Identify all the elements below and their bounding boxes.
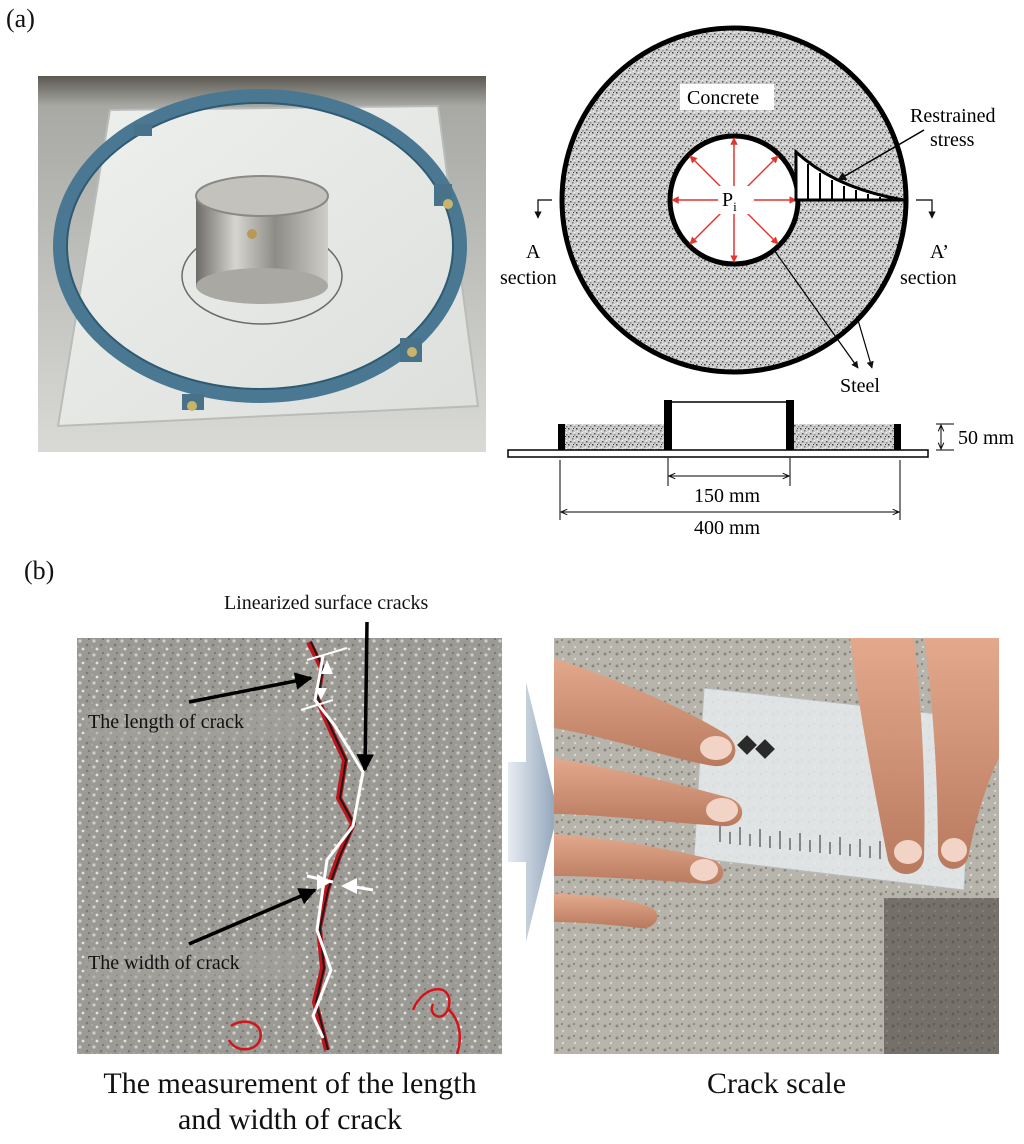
transition-arrow-icon (508, 682, 558, 942)
pressure-label: Pi (722, 189, 737, 214)
crack-scale-photo (554, 638, 999, 1054)
caption-measurement-line-2: and width of crack (177, 1103, 403, 1136)
section-a-prime-marker (916, 199, 936, 219)
crack-measurement-photo (77, 638, 502, 1054)
dim-height-label: 50 mm (958, 427, 1015, 449)
panel-label-b: (b) (24, 556, 55, 585)
callout-linearized-cracks: Linearized surface cracks (224, 592, 429, 614)
section-a-marker (534, 199, 552, 219)
callout-crack-width: The width of crack (88, 952, 240, 974)
caption-crack-scale: Crack scale (706, 1067, 847, 1100)
dim-inner-label: 150 mm (694, 485, 761, 507)
restrained-stress-label-2: stress (930, 129, 975, 151)
ring-apparatus-illustration (38, 76, 486, 452)
steel-label: Steel (840, 375, 880, 397)
dimension-lines (559, 423, 954, 520)
concrete-label: Concrete (687, 87, 759, 109)
caption-measurement: The measurement of the length and width … (60, 1066, 520, 1138)
cross-section (507, 400, 929, 458)
dim-outer-label: 400 mm (694, 517, 761, 539)
callout-crack-length: The length of crack (88, 711, 245, 733)
steel-pointer-outer (857, 319, 874, 369)
crack-callout-arrows (188, 621, 374, 946)
crack-scale-illustration (554, 638, 999, 1054)
section-a-prime-label-2: section (900, 267, 957, 289)
panel-label-a: (a) (6, 4, 35, 33)
restrained-stress-distribution (794, 148, 905, 202)
ring-apparatus-photo (38, 76, 486, 452)
restrained-stress-pointer (837, 129, 925, 181)
restrained-stress-label-1: Restrained (910, 105, 996, 127)
section-a-label-2: section (500, 267, 557, 289)
section-a-label-1: A (526, 241, 541, 263)
concrete-label-box (680, 84, 774, 110)
steel-pointer-inner (773, 249, 859, 369)
crack-surface-illustration (77, 638, 502, 1054)
section-a-prime-label-1: A’ (930, 241, 949, 263)
caption-measurement-line-1: The measurement of the length (103, 1067, 477, 1100)
ring-specimen-diagram: Pi Concrete Restrained stress A section … (500, 25, 1015, 539)
